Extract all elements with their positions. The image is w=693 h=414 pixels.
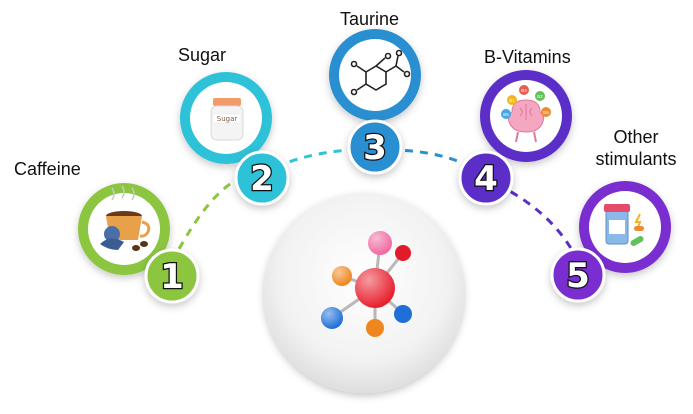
sugar-jar-label: Sugar <box>217 115 238 123</box>
pill-bottle-icon <box>604 204 644 246</box>
brain-vitamins-icon: B1 B2 B3 B5 B6 <box>501 85 551 143</box>
coffee-cup-icon <box>100 185 151 251</box>
label-sugar: Sugar <box>178 45 227 65</box>
label-other-line-1: Other <box>613 127 659 147</box>
item-sugar: Sugar <box>180 72 290 206</box>
label-taurine: Taurine <box>340 9 400 29</box>
molecule-structure-icon <box>350 49 411 96</box>
step-number-1: 1 <box>160 257 184 297</box>
step-number-2: 2 <box>250 159 274 199</box>
step-number-4: 4 <box>474 159 498 199</box>
label-other-line-2: stimulants <box>595 149 677 169</box>
item-b-vitamins: B1 B2 B3 B5 B6 <box>458 70 572 206</box>
sugar-jar-icon: Sugar <box>210 98 244 141</box>
vitamin-tag: B3 <box>521 88 527 93</box>
label-b-vitamins: B-Vitamins <box>484 47 571 67</box>
vitamin-tag: B2 <box>537 94 543 99</box>
label-caffeine: Caffeine <box>14 159 81 179</box>
item-other-stimulants <box>550 181 671 303</box>
center-hub <box>264 193 464 393</box>
item-caffeine <box>78 183 200 304</box>
step-number-3: 3 <box>363 128 387 168</box>
step-numbers: 1 2 3 4 5 <box>159 127 591 299</box>
step-number-5: 5 <box>566 256 590 296</box>
vitamin-tag: B1 <box>509 98 515 103</box>
label-other-stimulants: Other stimulants <box>580 126 692 170</box>
molecule-icon <box>321 231 412 337</box>
item-taurine <box>329 29 421 175</box>
vitamin-tag: B5 <box>503 112 509 117</box>
vitamin-tag: B6 <box>543 110 549 115</box>
